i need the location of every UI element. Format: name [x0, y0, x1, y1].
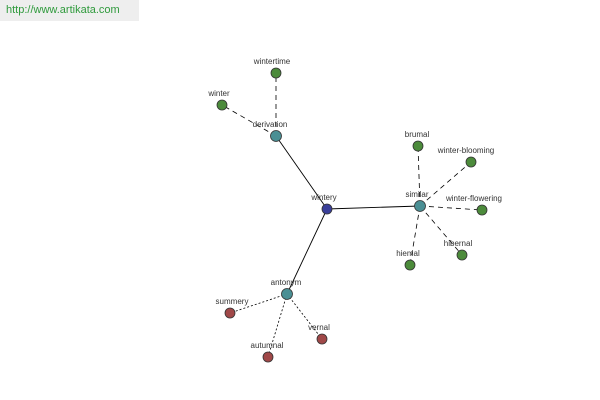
edges-layer: [221, 73, 483, 358]
node-winter[interactable]: winter: [207, 89, 230, 111]
node-label-derivation[interactable]: derivation: [253, 120, 288, 129]
edge-wintery-similar: [326, 205, 421, 210]
node-circle-winter[interactable]: [216, 99, 228, 111]
edge-similar-winter-flowering: [419, 205, 483, 211]
node-label-winter-flowering[interactable]: winter-flowering: [445, 194, 502, 203]
edge-similar-hiemal: [409, 205, 421, 266]
site-url-banner[interactable]: http://www.artikata.com: [0, 0, 139, 21]
node-wintertime[interactable]: wintertime: [253, 57, 291, 79]
edge-antonym-autumnal: [267, 293, 288, 358]
node-label-brumal[interactable]: brumal: [405, 130, 430, 139]
edge-similar-winter-blooming: [419, 161, 472, 207]
node-circle-summery[interactable]: [224, 307, 236, 319]
edge-wintery-derivation: [275, 135, 328, 210]
edge-derivation-winter: [221, 104, 277, 137]
node-circle-vernal[interactable]: [316, 333, 328, 345]
node-hibernal[interactable]: hibernal: [444, 239, 473, 261]
node-summery[interactable]: summery: [216, 297, 249, 319]
node-hiemal[interactable]: hiemal: [396, 249, 420, 271]
node-circle-hibernal[interactable]: [456, 249, 468, 261]
node-circle-winter-flowering[interactable]: [476, 204, 488, 216]
node-label-summery[interactable]: summery: [216, 297, 249, 306]
node-circle-hiemal[interactable]: [404, 259, 416, 271]
node-antonym[interactable]: antonym: [271, 278, 302, 300]
node-circle-brumal[interactable]: [412, 140, 424, 152]
node-derivation[interactable]: derivation: [253, 120, 288, 142]
edge-wintery-antonym: [286, 208, 328, 295]
node-circle-winter-blooming[interactable]: [465, 156, 477, 168]
edge-similar-brumal: [417, 145, 421, 207]
node-label-winter[interactable]: winter: [207, 89, 230, 98]
node-circle-wintertime[interactable]: [270, 67, 282, 79]
edge-similar-hibernal: [419, 205, 463, 256]
node-label-antonym[interactable]: antonym: [271, 278, 302, 287]
nodes-layer: wintery derivation similar antonym wintertim…: [207, 57, 502, 363]
node-label-autumnal[interactable]: autumnal: [251, 341, 284, 350]
node-winter-blooming[interactable]: winter-blooming: [437, 146, 494, 168]
node-circle-wintery[interactable]: [321, 203, 333, 215]
node-circle-autumnal[interactable]: [262, 351, 274, 363]
node-label-hibernal[interactable]: hibernal: [444, 239, 473, 248]
node-label-similar[interactable]: similar: [405, 190, 428, 199]
node-circle-antonym[interactable]: [281, 288, 293, 300]
node-label-hiemal[interactable]: hiemal: [396, 249, 420, 258]
node-circle-similar[interactable]: [414, 200, 426, 212]
edge-antonym-vernal: [286, 293, 323, 340]
node-winter-flowering[interactable]: winter-flowering: [445, 194, 502, 216]
node-autumnal[interactable]: autumnal: [251, 341, 284, 363]
node-vernal[interactable]: vernal: [308, 323, 330, 345]
node-circle-derivation[interactable]: [270, 130, 282, 142]
node-label-winter-blooming[interactable]: winter-blooming: [437, 146, 494, 155]
node-brumal[interactable]: brumal: [405, 130, 430, 152]
node-label-vernal[interactable]: vernal: [308, 323, 330, 332]
node-label-wintery[interactable]: wintery: [310, 193, 336, 202]
node-wintery[interactable]: wintery: [310, 193, 337, 215]
node-label-wintertime[interactable]: wintertime: [253, 57, 291, 66]
node-similar[interactable]: similar: [405, 190, 429, 212]
